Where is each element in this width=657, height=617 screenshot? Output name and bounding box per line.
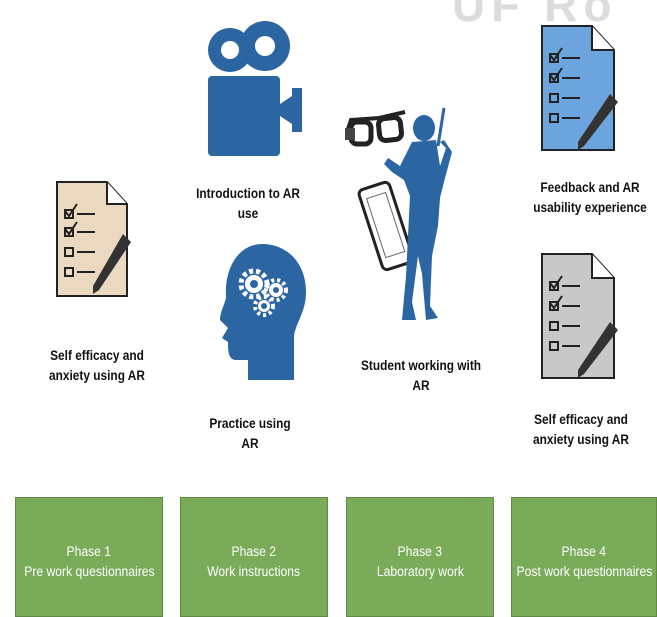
questionnaire-icon bbox=[55, 180, 135, 300]
phase-1-title: Phase 1 bbox=[67, 542, 112, 562]
phase-4-box: Phase 4 Post work questionnaires bbox=[511, 497, 657, 617]
phase-2-subtitle: Work instructions bbox=[208, 562, 301, 582]
phase-3-title: Phase 3 bbox=[398, 542, 443, 562]
practice-caption: Practice using AR bbox=[202, 414, 299, 454]
pre-questionnaire-caption: Self efficacy and anxiety using AR bbox=[31, 346, 163, 386]
questionnaire-icon bbox=[540, 252, 620, 382]
video-camera-icon bbox=[208, 12, 308, 157]
student-caption: Student working with AR bbox=[355, 356, 487, 396]
phase-4-subtitle: Post work questionnaires bbox=[516, 562, 652, 582]
phase-2-box: Phase 2 Work instructions bbox=[180, 497, 328, 617]
post-questionnaire-caption: Self efficacy and anxiety using AR bbox=[515, 410, 647, 450]
feedback-caption: Feedback and AR usability experience bbox=[528, 178, 651, 218]
phase-2-title: Phase 2 bbox=[232, 542, 277, 562]
questionnaire-icon bbox=[540, 24, 620, 154]
phase-1-subtitle: Pre work questionnaires bbox=[24, 562, 154, 582]
student-silhouette-icon bbox=[382, 106, 472, 331]
phase-3-subtitle: Laboratory work bbox=[376, 562, 463, 582]
phase-3-box: Phase 3 Laboratory work bbox=[346, 497, 494, 617]
phase-4-title: Phase 4 bbox=[562, 542, 607, 562]
intro-caption: Introduction to AR use bbox=[195, 184, 301, 224]
phase-1-box: Phase 1 Pre work questionnaires bbox=[15, 497, 163, 617]
head-gears-icon bbox=[218, 242, 308, 382]
